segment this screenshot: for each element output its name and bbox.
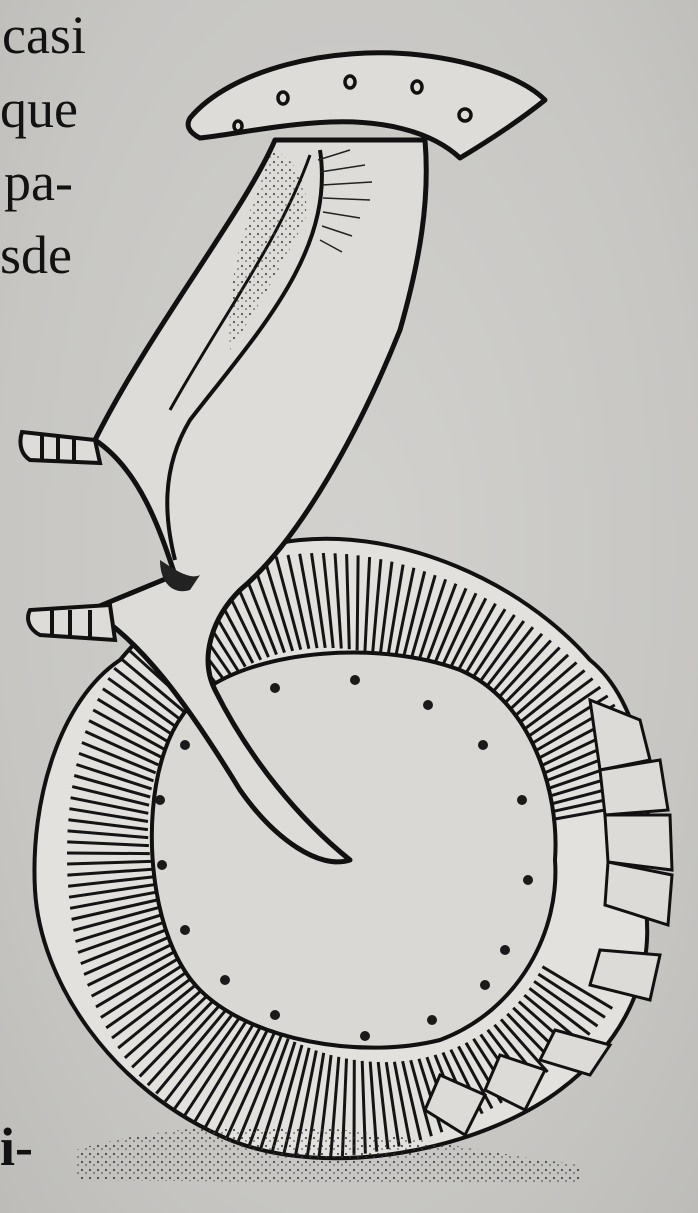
ground-debris: [75, 1126, 580, 1185]
rim-hatch-line: [67, 853, 150, 854]
rim-hatch-line: [357, 555, 358, 650]
